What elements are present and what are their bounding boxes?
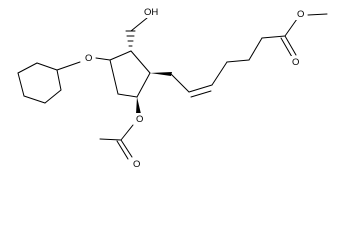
ether-oxygen-label: O	[85, 53, 92, 64]
structure-diagram: OH O O O O O	[17, 6, 328, 170]
wedge-side-chain	[150, 72, 172, 76]
methyl-ester	[280, 13, 328, 58]
acetate-carbonyl-oxygen-label: O	[133, 159, 140, 170]
ether-cyclopentane-bond	[95, 57, 111, 61]
thp-ether-bond	[56, 61, 81, 71]
alkenyl-side-chain	[170, 35, 286, 98]
ch2-oh-bond	[130, 17, 148, 32]
acetate-oxygen-label: O	[136, 114, 143, 125]
tetrahydropyran-ring	[17, 62, 62, 104]
hashed-wedge-ch2oh	[125, 30, 136, 47]
ester-oxygen-label: O	[297, 9, 304, 20]
acetate-group	[99, 124, 134, 160]
wedge-acetate	[136, 97, 141, 114]
cyclopentane-ring	[109, 50, 151, 98]
hydroxyl-label: OH	[144, 7, 158, 18]
carbonyl-oxygen-label: O	[292, 57, 299, 68]
molecule-canvas: OH O O O O O	[17, 6, 328, 170]
